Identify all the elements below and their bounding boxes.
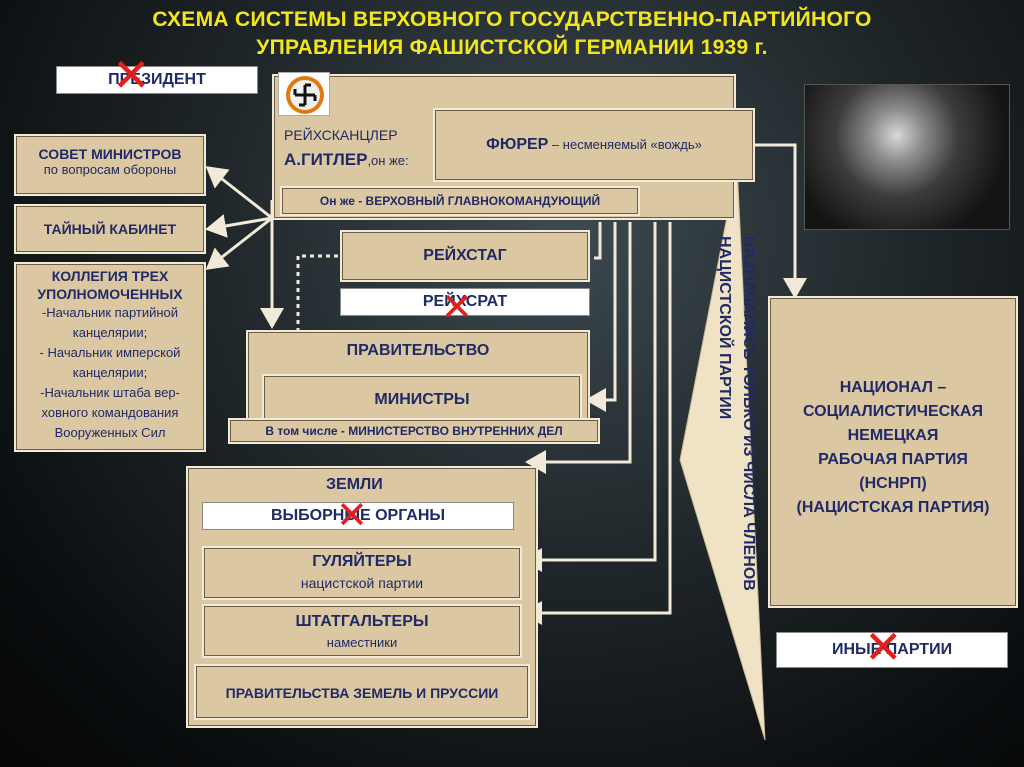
reichstag-box: РЕЙХСТАГ — [340, 230, 590, 282]
fuhrer-title: ФЮРЕР — [486, 136, 549, 153]
other-parties-label: ИНЫЕ ПАРТИИ — [831, 641, 953, 658]
chancellor-suffix: ,он же: — [367, 153, 409, 168]
collegium-line: -Начальник партийной — [41, 305, 179, 320]
cross-mark-icon: ✕ — [441, 285, 473, 329]
government-title: ПРАВИТЕЛЬСТВО — [346, 342, 490, 359]
elected-bodies-label: ВЫБОРНЫЕ ОРГАНЫ — [270, 507, 446, 524]
swastika-emblem-icon — [286, 76, 324, 114]
reichsrat-label: РЕЙХСРАТ — [422, 293, 508, 310]
chancellor-name-line: А.ГИТЛЕР,он же: — [284, 150, 409, 170]
council-box: СОВЕТ МИНИСТРОВ по вопросам обороны — [14, 134, 206, 196]
commander-box: Он же - ВЕРХОВНЫЙ ГЛАВНОКОМАНДУЮЩИЙ — [280, 186, 640, 216]
appointed-line-1: НАЗНАЧАЛИСЬ ТОЛЬКО ИЗ ЧИСЛА ЧЛЕНОВ — [740, 236, 757, 591]
president-box: ПРЕЗИДЕНТ — [56, 66, 258, 94]
reichstag-label: РЕЙХСТАГ — [423, 247, 507, 264]
gauleiters-sub: нацистской партии — [300, 575, 424, 591]
interior-ministry-box: В том числе - МИНИСТЕРСТВО ВНУТРЕННИХ ДЕ… — [228, 418, 600, 444]
secret-cabinet-box: ТАЙНЫЙ КАБИНЕТ — [14, 204, 206, 254]
ministers-box: МИНИСТРЫ — [262, 374, 582, 424]
appointed-line-2: НАЦИСТСКОЙ ПАРТИИ — [716, 236, 733, 420]
statthalters-sub: наместники — [326, 635, 398, 650]
collegium-line: канцелярии; — [72, 325, 148, 340]
lands-title: ЗЕМЛИ — [326, 476, 383, 493]
arrow-to-secret-cabinet — [205, 214, 273, 238]
chancellor-name: А.ГИТЛЕР — [284, 150, 368, 169]
arrow-to-ministers — [585, 222, 617, 412]
party-line: РАБОЧАЯ ПАРТИЯ — [818, 451, 968, 468]
party-box: НАЦИОНАЛ – СОЦИАЛИСТИЧЕСКАЯ НЕМЕЦКАЯ РАБ… — [768, 296, 1018, 608]
flag-box — [278, 72, 330, 116]
title-line-1: СХЕМА СИСТЕМЫ ВЕРХОВНОГО ГОСУДАРСТВЕННО-… — [152, 8, 872, 31]
fuhrer-box: ФЮРЕР – несменяемый «вождь» — [433, 108, 755, 182]
collegium-line: -Начальник штаба вер- — [40, 385, 180, 400]
collegium-title: КОЛЛЕГИЯ ТРЕХ УПОЛНОМОЧЕННЫХ — [37, 268, 183, 302]
cross-mark-icon: ✕ — [112, 48, 151, 102]
collegium-line: ховного командования — [41, 405, 179, 420]
statthalters-box: ШТАТГАЛЬТЕРЫ наместники — [202, 604, 522, 658]
elected-bodies-box: ВЫБОРНЫЕ ОРГАНЫ — [202, 502, 514, 530]
arrow-to-statthalters — [521, 222, 672, 625]
line-to-reichstag — [594, 222, 602, 260]
other-parties-box: ИНЫЕ ПАРТИИ — [776, 632, 1008, 668]
interior-ministry-label: В том числе - МИНИСТЕРСТВО ВНУТРЕННИХ ДЕ… — [265, 424, 563, 438]
ministers-label: МИНИСТРЫ — [374, 391, 470, 408]
council-sub: по вопросам обороны — [43, 162, 177, 177]
commander-label: Он же - ВЕРХОВНЫЙ ГЛАВНОКОМАНДУЮЩИЙ — [319, 194, 601, 208]
dotted-reichstag-link — [296, 254, 338, 330]
party-line: НЕМЕЦКАЯ — [847, 427, 939, 444]
arrow-to-party — [740, 143, 807, 299]
collegium-line: Вооруженных Сил — [54, 425, 166, 440]
president-label: ПРЕЗИДЕНТ — [108, 71, 206, 88]
gauleiters-title: ГУЛЯЙТЕРЫ — [312, 553, 412, 570]
photo-portrait — [804, 84, 1010, 230]
party-line: (НАЦИСТСКАЯ ПАРТИЯ) — [796, 499, 990, 516]
land-governments-label: ПРАВИТЕЛЬСТВА ЗЕМЕЛЬ И ПРУССИИ — [225, 685, 499, 701]
page-title: СХЕМА СИСТЕМЫ ВЕРХОВНОГО ГОСУДАРСТВЕННО-… — [0, 6, 1024, 62]
reichsrat-box: РЕЙХСРАТ — [340, 288, 590, 316]
arrow-to-council — [205, 166, 273, 220]
chancellor-label: РЕЙХСКАНЦЛЕР — [284, 127, 398, 143]
collegium-line: - Начальник имперской — [39, 345, 181, 360]
appointed-triangle — [679, 164, 766, 741]
collegium-line: канцелярии; — [72, 365, 148, 380]
arrow-to-gauleiters — [521, 222, 657, 572]
council-title: СОВЕТ МИНИСТРОВ — [38, 146, 182, 162]
cross-mark-icon: ✕ — [336, 493, 368, 537]
party-line: СОЦИАЛИСТИЧЕСКАЯ — [803, 403, 983, 420]
appointed-text: НАЗНАЧАЛИСЬ ТОЛЬКО ИЗ ЧИСЛА ЧЛЕНОВ НАЦИС… — [712, 236, 760, 736]
cross-mark-icon: ✕ — [864, 620, 903, 674]
gauleiters-box: ГУЛЯЙТЕРЫ нацистской партии — [202, 546, 522, 600]
title-line-2: УПРАВЛЕНИЯ ФАШИСТСКОЙ ГЕРМАНИИ 1939 г. — [256, 36, 768, 59]
fuhrer-desc: – несменяемый «вождь» — [548, 137, 702, 152]
arrow-to-lands — [525, 222, 632, 474]
party-line: НАЦИОНАЛ – — [839, 379, 947, 396]
arrow-to-collegium — [205, 216, 273, 270]
statthalters-title: ШТАТГАЛЬТЕРЫ — [295, 613, 429, 630]
secret-cabinet-label: ТАЙНЫЙ КАБИНЕТ — [43, 221, 177, 237]
land-governments-box: ПРАВИТЕЛЬСТВА ЗЕМЕЛЬ И ПРУССИИ — [194, 664, 530, 720]
party-line: (НСНРП) — [859, 475, 927, 492]
collegium-box: КОЛЛЕГИЯ ТРЕХ УПОЛНОМОЧЕННЫХ -Начальник … — [14, 262, 206, 452]
